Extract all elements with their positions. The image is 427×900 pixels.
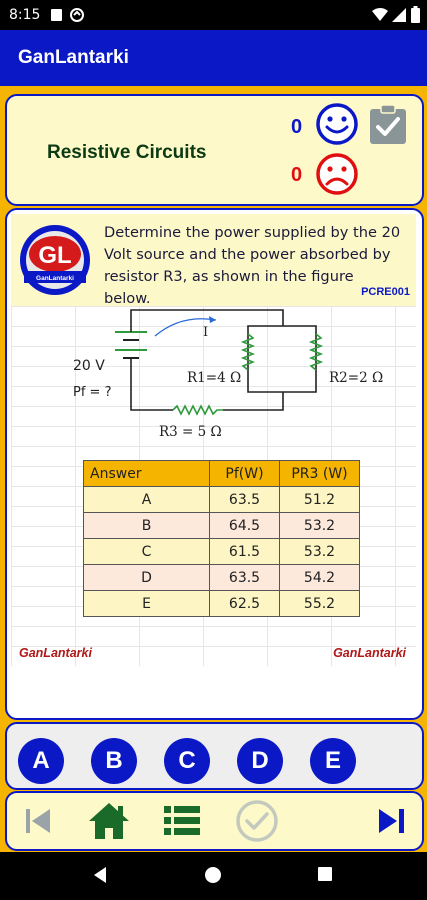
wrong-count: 0 <box>291 164 303 186</box>
table-cell: D <box>83 564 210 591</box>
answer-c-button[interactable]: C <box>164 738 210 784</box>
answer-d-button[interactable]: D <box>237 738 283 784</box>
table-cell: 54.2 <box>279 564 360 591</box>
table-header: Pf(W) <box>209 460 280 487</box>
answer-table: Answer Pf(W) PR3 (W) A 63.5 51.2 B 64.5 … <box>83 460 360 617</box>
topic-header-card: Resistive Circuits 0 0 <box>5 94 424 206</box>
smiley-happy-icon <box>316 103 358 145</box>
app-bar: GanLantarki <box>0 30 427 86</box>
table-cell: 53.2 <box>279 538 360 565</box>
question-header: GL GanLantarki Determine the power suppl… <box>11 214 416 307</box>
table-cell: 61.5 <box>209 538 280 565</box>
system-nav-bar <box>0 852 427 900</box>
answer-a-button[interactable]: A <box>18 738 64 784</box>
question-text: Determine the power supplied by the 20 V… <box>104 224 401 307</box>
table-cell: 55.2 <box>279 590 360 617</box>
table-header: Answer <box>83 460 210 487</box>
table-row: B 64.5 53.2 <box>83 512 360 539</box>
table-row: A 63.5 51.2 <box>83 486 360 513</box>
question-code: PCRE001 <box>361 286 410 298</box>
table-cell: A <box>83 486 210 513</box>
topic-title: Resistive Circuits <box>47 142 207 163</box>
r2-label: R2=2 Ω <box>329 370 383 386</box>
answer-b-button[interactable]: B <box>91 738 137 784</box>
table-header-row: Answer Pf(W) PR3 (W) <box>83 460 360 487</box>
back-icon[interactable] <box>92 866 108 884</box>
status-time: 8:15 <box>9 7 41 23</box>
table-cell: 64.5 <box>209 512 280 539</box>
logo-subtext: GanLantarki <box>36 275 74 282</box>
ganlantarki-logo: GL GanLantarki <box>20 225 90 295</box>
home-circle-icon[interactable] <box>204 866 222 884</box>
table-cell: 63.5 <box>209 486 280 513</box>
table-row: D 63.5 54.2 <box>83 564 360 591</box>
signal-icon <box>392 8 406 22</box>
source-label: 20 V <box>73 358 105 374</box>
smiley-sad-icon <box>316 153 358 195</box>
check-circle-icon[interactable] <box>235 799 279 843</box>
clipboard-check-icon[interactable] <box>368 104 408 146</box>
sim-icon <box>51 9 62 21</box>
table-cell: 63.5 <box>209 564 280 591</box>
question-card: GL GanLantarki Determine the power suppl… <box>5 208 424 720</box>
list-icon[interactable] <box>163 805 201 837</box>
table-cell: 62.5 <box>209 590 280 617</box>
table-header: PR3 (W) <box>279 460 360 487</box>
logo-text: GL <box>38 242 71 269</box>
sync-icon <box>70 8 84 22</box>
table-cell: E <box>83 590 210 617</box>
correct-count: 0 <box>291 116 303 138</box>
table-cell: 51.2 <box>279 486 360 513</box>
table-row: C 61.5 53.2 <box>83 538 360 565</box>
table-cell: C <box>83 538 210 565</box>
r3-label: R3 = 5 Ω <box>159 424 222 440</box>
table-cell: 53.2 <box>279 512 360 539</box>
brand-watermark-left: GanLantarki <box>19 646 92 660</box>
table-cell: B <box>83 512 210 539</box>
status-bar: 8:15 <box>0 0 427 30</box>
answer-buttons-bar: A B C D E <box>5 722 424 790</box>
answer-e-button[interactable]: E <box>310 738 356 784</box>
recents-icon[interactable] <box>317 866 333 882</box>
r1-label: R1=4 Ω <box>187 370 241 386</box>
current-label: I <box>203 325 208 340</box>
battery-icon <box>411 6 420 23</box>
pf-label: Pf = ? <box>73 385 111 400</box>
question-nav-bar <box>5 791 424 851</box>
table-row: E 62.5 55.2 <box>83 590 360 617</box>
skip-previous-icon[interactable] <box>25 807 51 835</box>
app-title: GanLantarki <box>18 47 129 68</box>
circuit-diagram: I 20 V Pf = ? R1=4 Ω R2=2 Ω R3 = 5 Ω <box>73 309 383 440</box>
wifi-icon <box>372 8 388 21</box>
home-icon[interactable] <box>87 801 131 841</box>
brand-watermark-right: GanLantarki <box>333 646 406 660</box>
skip-next-icon[interactable] <box>378 807 406 835</box>
